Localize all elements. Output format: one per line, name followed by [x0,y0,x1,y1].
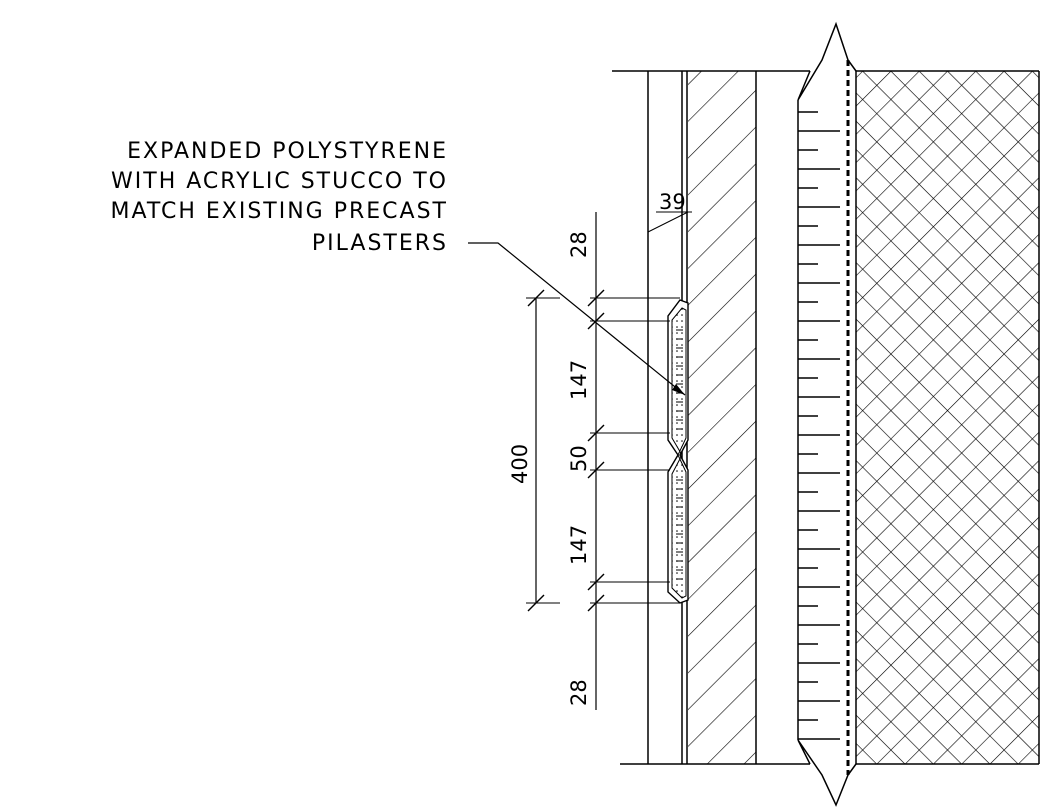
masonry-crosshatch [856,71,1039,764]
annotation-line-2: WITH ACRYLIC STUCCO TO [111,169,448,194]
dim-middle-groove: 50 [567,445,591,472]
dim-overall: 400 [508,444,532,484]
annotation-line-4: PILASTERS [311,231,448,256]
dim-top-gap: 28 [567,231,591,258]
annotation-line-3: MATCH EXISTING PRECAST [110,199,448,224]
eps-stucco-dashes [676,329,683,580]
dim-lip: 39 [659,190,686,214]
precast-panel-hatch [688,71,756,764]
dim-lower-panel: 147 [567,525,591,565]
leader-line [468,242,686,396]
annotation-line-1: EXPANDED POLYSTYRENE [127,139,448,164]
dimension-group: 28 39 400 147 50 147 28 [508,190,692,710]
eps-core-fill [671,307,687,599]
dim-upper-panel: 147 [567,360,591,400]
insulation-ticks [798,111,840,740]
dim-bottom-gap: 28 [567,679,591,706]
dim-lip-leader [647,211,689,233]
leader-arrowhead [672,384,685,395]
